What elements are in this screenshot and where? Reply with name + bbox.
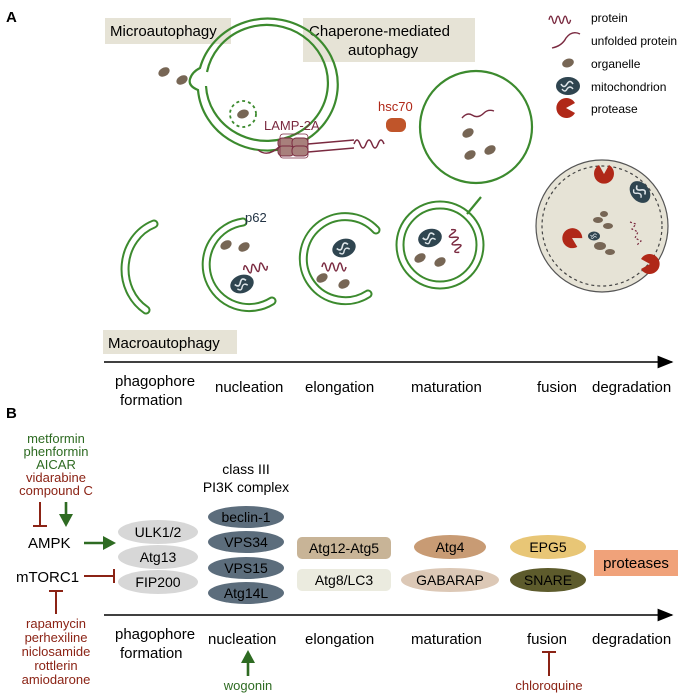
activate-head-ampk [59,514,73,527]
stage-a-nucleation: nucleation [215,379,283,396]
macro-title-box [103,330,237,354]
legend-organelle: organelle [591,57,641,71]
fusion-neck [466,196,482,215]
stage-a-degradation: degradation [592,379,671,396]
legend-mito-icon [555,76,581,96]
p62-label: p62 [245,210,267,225]
legend-unfolded-icon [551,31,581,49]
legend-mitochondrion: mitochondrion [591,80,666,94]
hsc70-label: hsc70 [378,99,413,114]
legend-protein-icon [548,15,572,25]
drug-aicar: AICAR [36,457,76,472]
cma-title-line1: Chaperone-mediated [309,23,450,40]
stage-a-phagophore-2: formation [120,392,183,409]
legend-organelle-icon [560,57,576,69]
autophagosome [395,200,485,290]
legend: protein unfolded protein organelle mitoc… [548,11,677,118]
organelle-lys-1 [460,126,476,140]
legend-unfolded: unfolded protein [591,34,677,48]
organelle-outside-2 [174,73,190,87]
cma-title-line2: autophagy [348,42,419,59]
stage-a-phagophore-1: phagophore [115,373,195,390]
wogonin-activate-head [241,650,255,663]
elongation-phagophore [298,212,381,306]
mtorc1-label: mTORC1 [16,569,79,586]
organelle-lys-3 [482,143,498,157]
drug-metformin: metformin [27,431,85,446]
snare-label: SNARE [524,572,572,588]
unfolded-protein-in-lysosome [461,109,495,119]
stage-a-elongation: elongation [305,379,374,396]
drug-chloroquine: chloroquine [515,678,582,693]
pi3k-title-2: PI3K complex [203,479,289,495]
legend-protease-icon [556,98,575,118]
stages-a: phagophore formation nucleation elongati… [115,373,671,409]
drug-niclosamide: niclosamide [22,644,91,659]
lamp2a-complex [257,133,355,159]
stage-b-elongation: elongation [305,631,374,648]
ampk-modulators: metformin phenformin AICAR vidarabine co… [19,431,93,498]
ulk-complex: ULK1/2 Atg13 FIP200 [118,520,198,594]
stage-b-phagophore-2: formation [120,645,183,662]
panel-b-label: B [6,405,17,422]
pi3k-complex: beclin-1 VPS34 VPS15 Atg14L [208,506,284,604]
atg8-lc3-label: Atg8/LC3 [315,572,374,588]
stage-b-degradation: degradation [592,631,671,648]
autolysosome [535,159,669,293]
proteases-label: proteases [603,555,669,572]
drug-rapamycin: rapamycin [26,616,86,631]
fusion-proteins: EPG5 SNARE [510,535,586,592]
atg4-label: Atg4 [436,539,465,555]
atg14l-label: Atg14L [224,585,269,601]
stages-b: phagophore formation nucleation elongati… [115,626,671,662]
gabarap-label: GABARAP [416,572,484,588]
cma-title-box [303,18,475,62]
legend-protease: protease [591,102,638,116]
drug-rottlerin: rottlerin [34,658,77,673]
drug-perhexiline: perhexiline [25,630,88,645]
vesicle-dashed [229,100,257,128]
drug-wogonin: wogonin [223,678,272,693]
stage-b-fusion: fusion [527,631,567,648]
macro-title: Macroautophagy [108,335,220,352]
drug-phenformin: phenformin [23,444,88,459]
mtor-inhibitors: rapamycin perhexiline niclosamide rottle… [22,616,91,687]
elongation-proteins: Atg12-Atg5 Atg8/LC3 [297,537,391,591]
pi3k-title-1: class III [222,461,269,477]
drug-vidarabine: vidarabine [26,470,86,485]
stage-a-maturation: maturation [411,379,482,396]
drug-compound-c: compound C [19,483,93,498]
atg13-label: Atg13 [140,549,177,565]
atg12-atg5-label: Atg12-Atg5 [309,540,379,556]
fip200-label: FIP200 [135,574,180,590]
hsc70-chaperone [386,118,406,132]
lamp2a-label: LAMP-2A [264,118,320,133]
beclin1-label: beclin-1 [221,509,270,525]
stage-b-maturation: maturation [411,631,482,648]
stage-a-fusion: fusion [537,379,577,396]
legend-protein: protein [591,11,628,25]
ampk-label: AMPK [28,535,71,552]
organelle-outside-1 [156,65,172,79]
panel-a-label: A [6,9,17,26]
micro-title-box [105,18,231,44]
micro-title: Microautophagy [110,23,217,40]
proteases-box [594,550,678,576]
cma-lysosome [418,69,534,185]
vps34-label: VPS34 [224,534,268,550]
cma-substrate [353,139,385,149]
nucleation-phagophore [201,217,277,312]
epg5-label: EPG5 [529,539,567,555]
activate-head-ulk [103,536,116,550]
stage-b-phagophore-1: phagophore [115,626,195,643]
maturation-proteins: Atg4 GABARAP [401,535,499,592]
vps15-label: VPS15 [224,560,268,576]
stage-b-nucleation: nucleation [208,631,276,648]
organelle-lys-2 [462,148,478,162]
organelle-in-vesicle [235,108,251,120]
ulk-label: ULK1/2 [135,524,182,540]
drug-amiodarone: amiodarone [22,672,91,687]
